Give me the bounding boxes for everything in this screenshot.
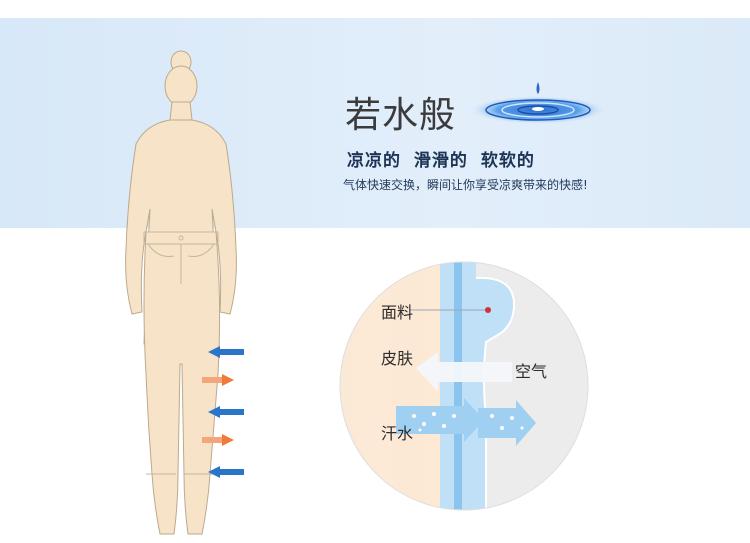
sweat-arrow-icon — [202, 374, 234, 446]
water-ripple-icon — [470, 82, 606, 124]
label-sweat: 汗水 — [381, 426, 414, 443]
header-banner — [0, 18, 750, 228]
fabric-cross-section-diagram — [339, 261, 589, 511]
human-figure-illustration — [125, 50, 244, 535]
headline: 若水般 — [345, 95, 457, 136]
tagline: 凉凉的 滑滑的 软软的 — [347, 151, 535, 171]
label-air: 空气 — [515, 364, 548, 381]
air-arrow-icon — [208, 346, 244, 478]
label-fabric: 面料 — [381, 305, 414, 322]
label-skin: 皮肤 — [381, 351, 414, 368]
description: 气体快速交换，瞬间让你享受凉爽带来的快感! — [343, 178, 588, 192]
